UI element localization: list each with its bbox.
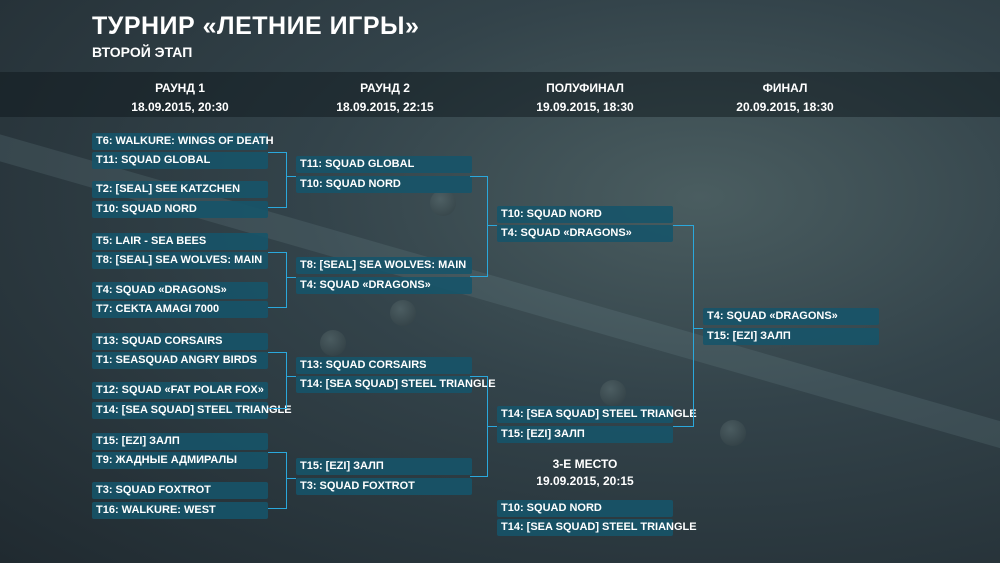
team-slot[interactable]: T7: CEKTA AMAGI 7000 bbox=[92, 301, 268, 318]
third-place-date: 19.09.2015, 20:15 bbox=[536, 474, 634, 488]
team-slot[interactable]: T8: [SEAL] SEA WOLVES: MAIN bbox=[92, 252, 268, 269]
bracket-connector bbox=[268, 508, 286, 509]
team-slot[interactable]: T13: SQUAD CORSAIRS bbox=[296, 357, 472, 374]
round-name: РАУНД 2 bbox=[360, 81, 410, 95]
round-date: 19.09.2015, 18:30 bbox=[536, 100, 634, 114]
round-name: РАУНД 1 bbox=[155, 81, 205, 95]
team-slot[interactable]: T6: WALKURE: WINGS OF DEATH bbox=[92, 133, 274, 150]
bracket-connector bbox=[268, 152, 286, 153]
bracket-connector bbox=[286, 277, 296, 278]
background-rivet bbox=[320, 330, 346, 356]
team-slot[interactable]: T14: [SEA SQUAD] STEEL TRIANGLE bbox=[296, 376, 496, 393]
round-header: ФИНАЛ 20.09.2015, 18:30 bbox=[685, 79, 885, 117]
round-header: ПОЛУФИНАЛ 19.09.2015, 18:30 bbox=[485, 79, 685, 117]
team-slot[interactable]: T4: SQUAD «DRAGONS» bbox=[497, 225, 673, 242]
team-slot[interactable]: T5: LAIR - SEA BEES bbox=[92, 233, 268, 250]
team-slot[interactable]: T12: SQUAD «FAT POLAR FOX» bbox=[92, 382, 268, 399]
bracket-connector bbox=[470, 176, 487, 177]
team-slot[interactable]: T13: SQUAD CORSAIRS bbox=[92, 333, 268, 350]
round-date: 18.09.2015, 22:15 bbox=[336, 100, 434, 114]
team-slot[interactable]: T8: [SEAL] SEA WOLVES: MAIN bbox=[296, 257, 472, 274]
team-slot[interactable]: T10: SQUAD NORD bbox=[497, 206, 673, 223]
background-rivet bbox=[600, 380, 626, 406]
bracket-connector bbox=[673, 426, 693, 427]
bracket-connector bbox=[286, 376, 296, 377]
bracket-connector bbox=[693, 328, 703, 329]
team-slot[interactable]: T10: SQUAD NORD bbox=[296, 176, 472, 193]
team-slot[interactable]: T15: [EZI] ЗАЛП bbox=[296, 458, 472, 475]
background-rivet bbox=[390, 300, 416, 326]
bracket-connector bbox=[487, 176, 488, 277]
team-slot[interactable]: T4: SQUAD «DRAGONS» bbox=[92, 282, 268, 299]
bracket-connector bbox=[487, 426, 497, 427]
team-slot[interactable]: T14: [SEA SQUAD] STEEL TRIANGLE bbox=[92, 402, 292, 419]
team-slot[interactable]: T14: [SEA SQUAD] STEEL TRIANGLE bbox=[497, 406, 697, 423]
bracket-connector bbox=[470, 476, 487, 477]
round-name: ФИНАЛ bbox=[762, 81, 808, 95]
third-place-header: 3-Е МЕСТО 19.09.2015, 20:15 bbox=[497, 456, 673, 490]
team-slot[interactable]: T10: SQUAD NORD bbox=[92, 201, 268, 218]
round-date: 18.09.2015, 20:30 bbox=[131, 100, 229, 114]
team-slot[interactable]: T1: SEASQUAD ANGRY BIRDS bbox=[92, 352, 268, 369]
bracket-connector bbox=[487, 225, 497, 226]
bracket-connector bbox=[268, 307, 286, 308]
round-date: 20.09.2015, 18:30 bbox=[736, 100, 834, 114]
bracket-connector bbox=[470, 376, 487, 377]
bracket-connector bbox=[268, 252, 286, 253]
bracket-connector bbox=[286, 252, 287, 308]
team-slot[interactable]: T15: [EZI] ЗАЛП bbox=[703, 328, 879, 345]
background-rivet bbox=[430, 190, 456, 216]
team-slot[interactable]: T4: SQUAD «DRAGONS» bbox=[703, 308, 879, 325]
bracket-connector bbox=[268, 452, 286, 453]
team-slot[interactable]: T11: SQUAD GLOBAL bbox=[92, 152, 268, 169]
round-header: РАУНД 1 18.09.2015, 20:30 bbox=[80, 79, 280, 117]
bracket-connector bbox=[693, 225, 694, 427]
bracket-connector bbox=[268, 207, 286, 208]
rounds-header-band bbox=[0, 72, 1000, 117]
bracket-connector bbox=[268, 352, 286, 353]
bracket-connector bbox=[470, 276, 487, 277]
page-subtitle: ВТОРОЙ ЭТАП bbox=[92, 44, 193, 60]
team-slot[interactable]: T16: WALKURE: WEST bbox=[92, 502, 268, 519]
bracket-connector bbox=[286, 176, 296, 177]
team-slot[interactable]: T14: [SEA SQUAD] STEEL TRIANGLE bbox=[497, 519, 697, 536]
team-slot[interactable]: T3: SQUAD FOXTROT bbox=[296, 478, 472, 495]
bracket-connector bbox=[286, 478, 296, 479]
round-name: ПОЛУФИНАЛ bbox=[546, 81, 624, 95]
page-title: ТУРНИР «ЛЕТНИЕ ИГРЫ» bbox=[92, 12, 420, 40]
bracket-connector bbox=[286, 352, 287, 409]
team-slot[interactable]: T4: SQUAD «DRAGONS» bbox=[296, 277, 472, 294]
round-header: РАУНД 2 18.09.2015, 22:15 bbox=[285, 79, 485, 117]
team-slot[interactable]: T3: SQUAD FOXTROT bbox=[92, 482, 268, 499]
bracket-connector bbox=[673, 225, 693, 226]
team-slot[interactable]: T15: [EZI] ЗАЛП bbox=[497, 426, 673, 443]
team-slot[interactable]: T9: ЖАДНЫЕ АДМИРАЛЫ bbox=[92, 452, 268, 469]
bracket-connector bbox=[286, 452, 287, 509]
bracket-connector bbox=[268, 408, 286, 409]
team-slot[interactable]: T11: SQUAD GLOBAL bbox=[296, 156, 472, 173]
background-rivet bbox=[720, 420, 746, 446]
bracket-connector bbox=[286, 152, 287, 208]
team-slot[interactable]: T2: [SEAL] SEE KATZCHEN bbox=[92, 181, 268, 198]
team-slot[interactable]: T10: SQUAD NORD bbox=[497, 500, 673, 517]
team-slot[interactable]: T15: [EZI] ЗАЛП bbox=[92, 433, 268, 450]
third-place-label: 3-Е МЕСТО bbox=[552, 457, 618, 471]
